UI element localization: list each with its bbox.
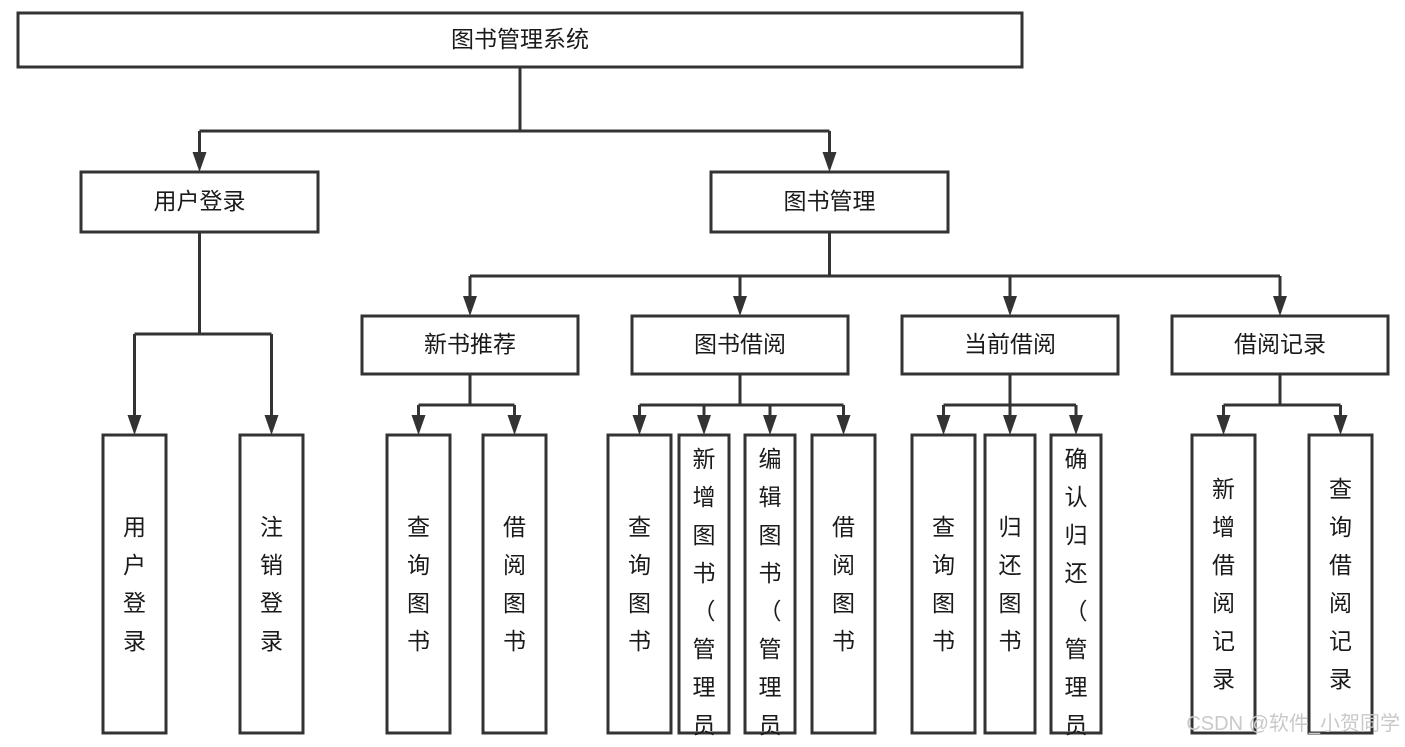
node-label-leaf-query-record: 查询借阅记录 <box>1329 476 1352 692</box>
arrow-head-icon <box>264 415 279 435</box>
node-user-login[interactable]: 用户登录 <box>79 170 320 234</box>
arrow-head-icon <box>836 415 851 435</box>
arrow-head-icon <box>822 152 837 172</box>
edge-group-borrow-record <box>1216 374 1348 435</box>
node-box-leaf-borrow-book[interactable] <box>810 433 877 735</box>
node-label-current-borrow: 当前借阅 <box>964 331 1056 357</box>
node-leaf-query-book[interactable]: 查询图书 <box>606 433 673 735</box>
node-leaf-query-book-cur[interactable]: 查询图书 <box>910 433 977 735</box>
node-box-leaf-user-logout[interactable] <box>238 433 305 735</box>
node-label-leaf-add-record: 新增借阅记录 <box>1212 476 1235 692</box>
node-leaf-borrow-book[interactable]: 借阅图书 <box>810 433 877 735</box>
node-label-leaf-confirm-return: 确认归还（管理员） <box>1065 446 1088 747</box>
node-leaf-confirm-return[interactable]: 确认归还（管理员） <box>1049 433 1103 747</box>
arrow-head-icon <box>697 415 711 435</box>
node-root[interactable]: 图书管理系统 <box>16 11 1024 69</box>
node-box-current-borrow[interactable] <box>900 314 1120 376</box>
arrow-head-icon <box>463 296 477 316</box>
node-box-leaf-confirm-return[interactable] <box>1049 433 1103 735</box>
arrow-head-icon <box>1003 415 1017 435</box>
node-box-leaf-return-book[interactable] <box>983 433 1037 735</box>
arrow-head-icon <box>763 415 777 435</box>
node-box-book-manage[interactable] <box>709 170 950 234</box>
edges-layer <box>127 67 1348 435</box>
node-label-leaf-borrow-book-rec: 借阅图书 <box>503 514 526 654</box>
edge-group-book-manage <box>463 232 1287 316</box>
node-leaf-borrow-book-rec[interactable]: 借阅图书 <box>481 433 548 735</box>
node-leaf-user-logout[interactable]: 注销登录 <box>238 433 305 735</box>
node-box-leaf-user-login[interactable] <box>101 433 168 735</box>
node-label-leaf-user-logout: 注销登录 <box>260 514 283 654</box>
edge-group-root <box>192 67 837 172</box>
node-leaf-add-record[interactable]: 新增借阅记录 <box>1190 433 1257 735</box>
node-label-new-book-rec: 新书推荐 <box>424 331 516 357</box>
node-leaf-user-login[interactable]: 用户登录 <box>101 433 168 735</box>
edge-group-book-borrow <box>632 374 851 435</box>
arrow-head-icon <box>936 415 951 435</box>
edge-group-current-borrow <box>936 374 1083 435</box>
arrow-head-icon <box>507 415 522 435</box>
node-box-book-borrow[interactable] <box>630 314 850 376</box>
arrow-head-icon <box>733 296 747 316</box>
node-box-leaf-edit-book[interactable] <box>743 433 797 735</box>
node-leaf-return-book[interactable]: 归还图书 <box>983 433 1037 735</box>
arrow-head-icon <box>632 415 647 435</box>
node-leaf-query-record[interactable]: 查询借阅记录 <box>1307 433 1374 735</box>
arrow-head-icon <box>1069 415 1083 435</box>
node-box-new-book-rec[interactable] <box>360 314 580 376</box>
node-label-user-login: 用户登录 <box>154 188 246 214</box>
node-leaf-add-book[interactable]: 新增图书（管理员） <box>677 433 731 747</box>
node-label-book-borrow: 图书借阅 <box>694 331 786 357</box>
node-label-leaf-query-book-cur: 查询图书 <box>932 514 955 654</box>
node-label-leaf-return-book: 归还图书 <box>999 514 1022 654</box>
node-current-borrow[interactable]: 当前借阅 <box>900 314 1120 376</box>
node-box-leaf-query-book-cur[interactable] <box>910 433 977 735</box>
edge-group-new-book-rec <box>411 374 522 435</box>
node-new-book-rec[interactable]: 新书推荐 <box>360 314 580 376</box>
node-box-root[interactable] <box>16 11 1024 69</box>
nodes-layer: 图书管理系统用户登录图书管理新书推荐图书借阅当前借阅借阅记录用户登录注销登录查询… <box>16 11 1390 747</box>
node-leaf-query-book-rec[interactable]: 查询图书 <box>385 433 452 735</box>
node-book-manage[interactable]: 图书管理 <box>709 170 950 234</box>
node-box-leaf-query-record[interactable] <box>1307 433 1374 735</box>
node-label-root: 图书管理系统 <box>451 26 589 52</box>
node-box-leaf-add-book[interactable] <box>677 433 731 735</box>
node-box-leaf-add-record[interactable] <box>1190 433 1257 735</box>
node-label-leaf-add-book: 新增图书（管理员） <box>693 446 716 747</box>
node-box-borrow-record[interactable] <box>1170 314 1390 376</box>
node-box-leaf-query-book[interactable] <box>606 433 673 735</box>
node-label-leaf-borrow-book: 借阅图书 <box>832 514 855 654</box>
node-leaf-edit-book[interactable]: 编辑图书（管理员） <box>743 433 797 747</box>
node-borrow-record[interactable]: 借阅记录 <box>1170 314 1390 376</box>
node-label-leaf-edit-book: 编辑图书（管理员） <box>759 446 782 747</box>
node-label-leaf-query-book: 查询图书 <box>628 514 651 654</box>
arrow-head-icon <box>1216 415 1231 435</box>
node-label-borrow-record: 借阅记录 <box>1234 331 1326 357</box>
node-box-leaf-query-book-rec[interactable] <box>385 433 452 735</box>
arrow-head-icon <box>192 152 207 172</box>
node-box-leaf-borrow-book-rec[interactable] <box>481 433 548 735</box>
arrow-head-icon <box>1333 415 1348 435</box>
arrow-head-icon <box>411 415 426 435</box>
node-label-leaf-user-login: 用户登录 <box>123 514 146 654</box>
csdn-watermark: CSDN @软件_小贺同学 <box>1186 712 1400 735</box>
node-label-leaf-query-book-rec: 查询图书 <box>407 514 430 654</box>
arrow-head-icon <box>127 415 142 435</box>
arrow-head-icon <box>1273 296 1287 316</box>
edge-group-user-login <box>127 232 279 435</box>
node-label-book-manage: 图书管理 <box>784 188 876 214</box>
arrow-head-icon <box>1003 296 1017 316</box>
node-box-user-login[interactable] <box>79 170 320 234</box>
node-book-borrow[interactable]: 图书借阅 <box>630 314 850 376</box>
